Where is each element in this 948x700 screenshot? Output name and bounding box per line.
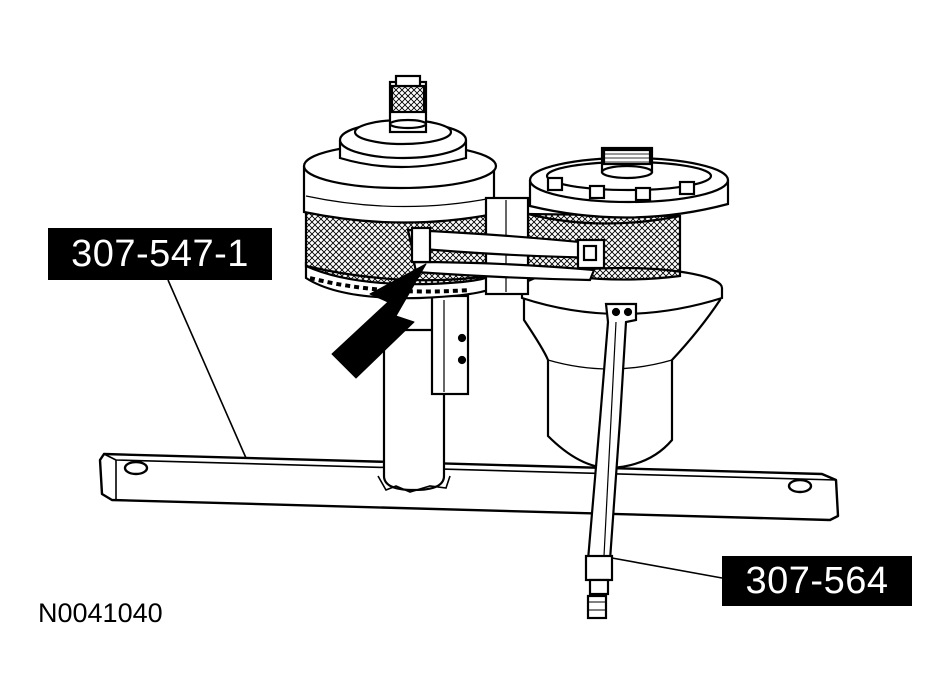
leader-line-retaining-tool [167, 279, 247, 459]
base-bar [98, 452, 840, 522]
bar-hole-right [787, 478, 813, 494]
bar-hole-left [123, 460, 149, 476]
retaining-tool-band [406, 196, 606, 296]
callout-retaining-tool: 307-547-1 [48, 228, 272, 280]
leader-line-holding-tool [611, 557, 723, 579]
callout-holding-tool: 307-564 [722, 556, 912, 606]
holding-tool-handle [584, 302, 638, 620]
direction-arrow [331, 263, 427, 379]
left-support-post [377, 294, 470, 493]
figure-id: N0041040 [38, 598, 163, 628]
